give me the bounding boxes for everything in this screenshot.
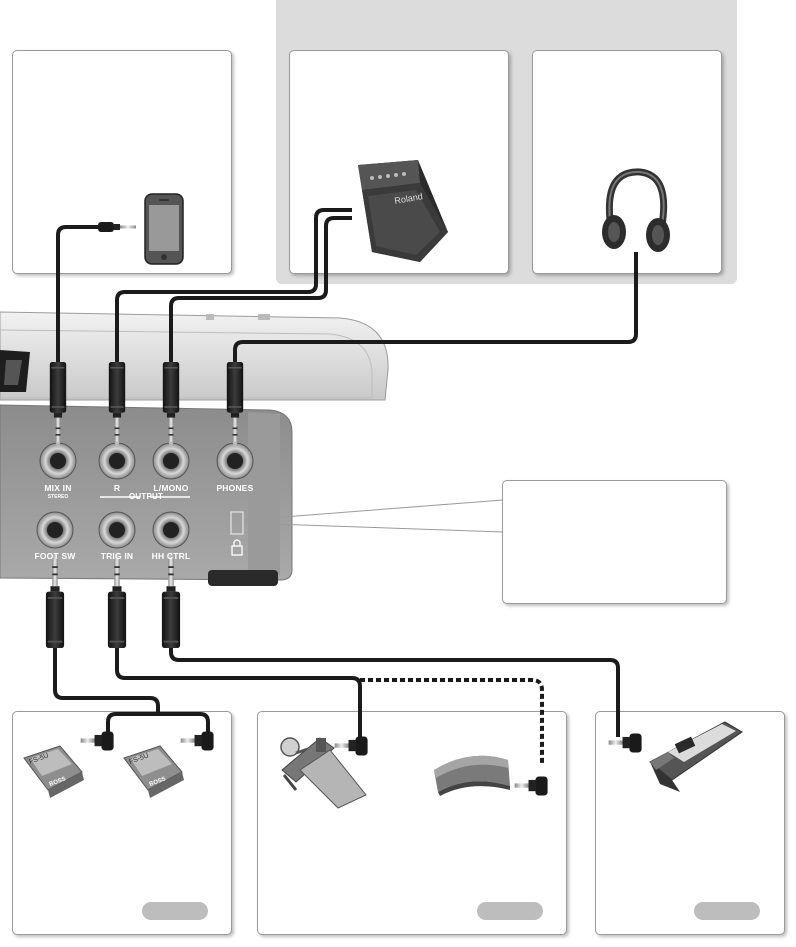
jack-trig-in [98,511,136,549]
page-ref-pill-2 [477,902,543,920]
label-mix-in-stereo: STEREO [47,494,69,500]
jack-r [98,442,136,480]
kensington-lock-icon [231,539,243,556]
hihat-controller-icon [649,721,743,792]
label-hh-ctrl: HH CTRL [151,551,191,561]
footswitch-icon: FS-5U BOSS [23,745,84,798]
amplifier-icon: Roland [358,160,448,262]
kick-pedal-icon [280,737,367,809]
page-ref-pill-3 [694,902,760,920]
jack-hh-ctrl [152,511,190,549]
jack-foot-sw [36,511,74,549]
footswitch-brand-label-1: BOSS [49,776,67,787]
label-foot-sw: FOOT SW [34,551,76,561]
footswitch-brand-label-2: BOSS [149,776,167,787]
amp-brand-label: Roland [394,191,424,206]
label-phones: PHONES [216,483,254,493]
jack-phones [216,442,254,480]
page-ref-pill-1 [142,902,208,920]
trigger-pad-icon [434,755,510,796]
headphones-icon [602,168,670,272]
label-r: R [113,483,121,493]
footswitch-box [12,711,232,935]
jack-l-mono [152,442,190,480]
footswitch-icon: FS-5U BOSS [123,745,184,798]
smartphone-icon [144,193,184,265]
label-mix-in: MIX IN [44,483,72,493]
smartphone-box [12,50,232,274]
security-slot-callout [502,480,727,604]
label-trig-in: TRIG IN [100,551,134,561]
label-output: OUTPUT [128,492,164,501]
headphones-box [532,50,722,274]
label-l-mono: L/MONO [153,483,189,493]
security-slot [230,511,244,535]
